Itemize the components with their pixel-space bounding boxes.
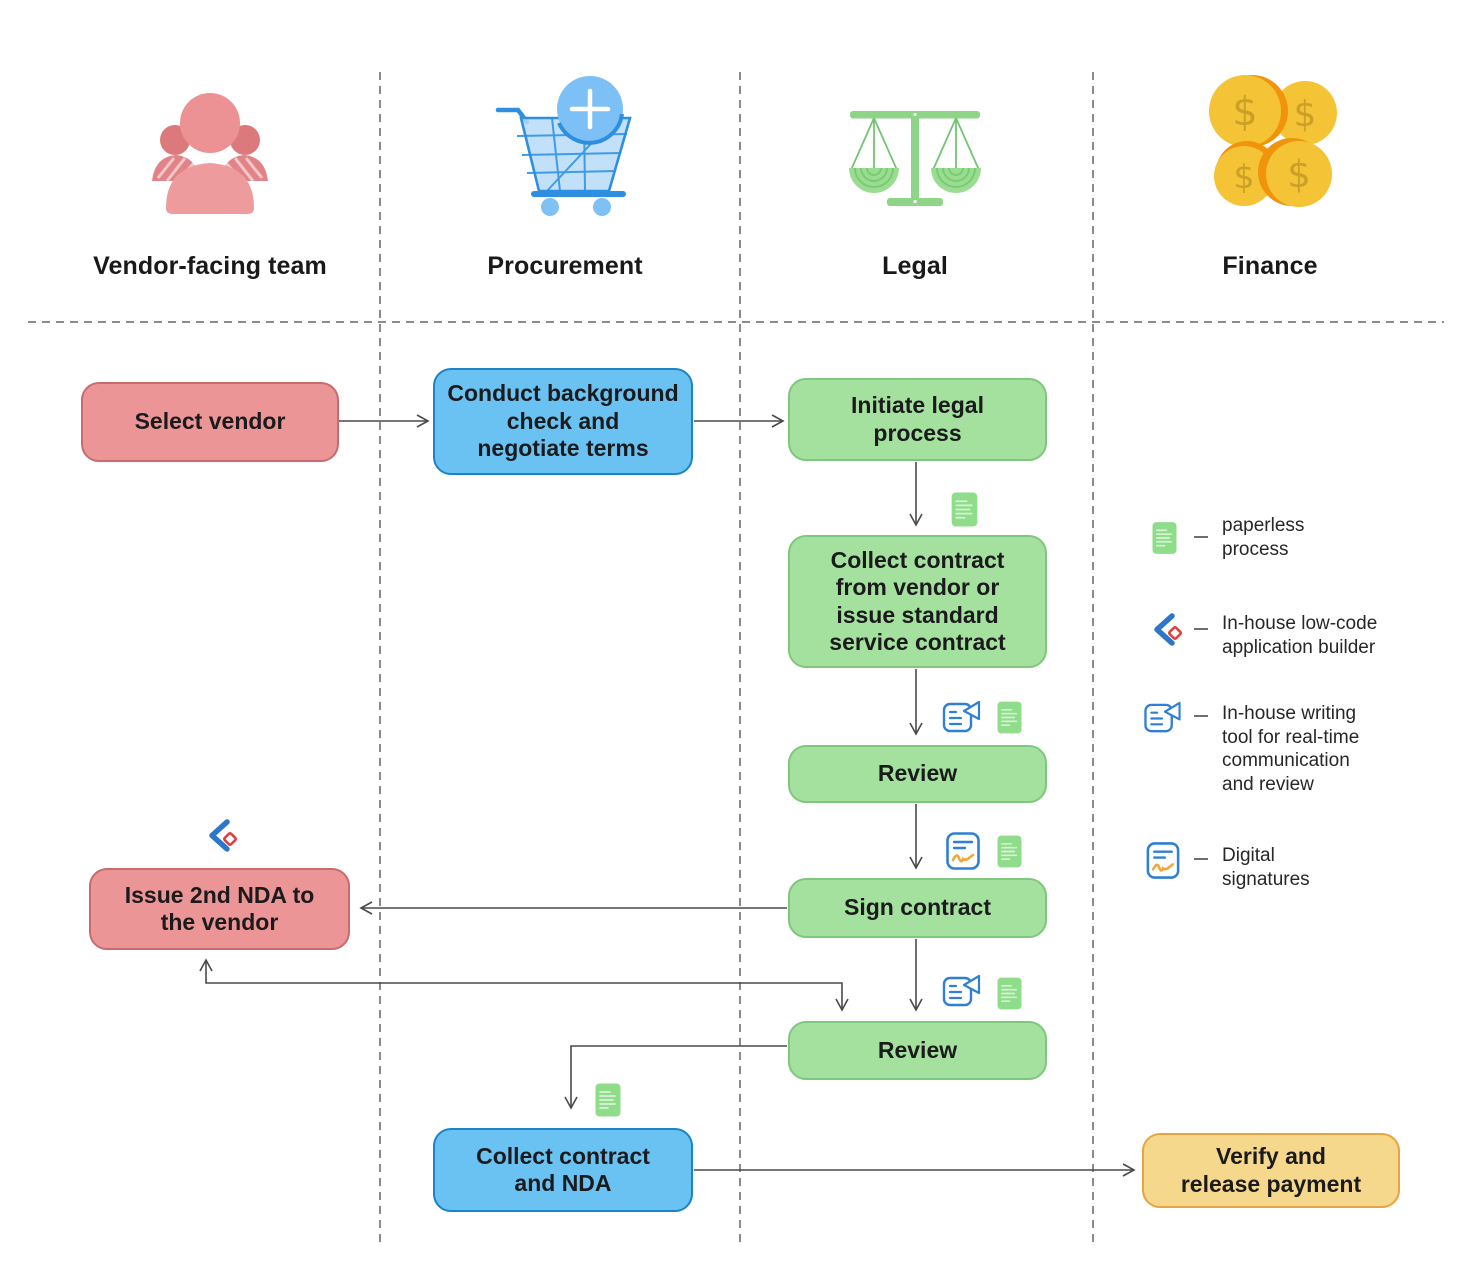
paperless-document-icon: [1152, 521, 1177, 560]
digital-signature-icon: [944, 831, 982, 876]
node-collect-contract-nda: Collect contract and NDA: [433, 1128, 693, 1212]
node-select-vendor: Select vendor: [81, 382, 339, 462]
team-people-icon: [150, 85, 270, 215]
legend-item-writing-tool: In-house writing tool for real-time comm…: [1222, 703, 1360, 795]
lane-header-finance: Finance: [1222, 252, 1318, 280]
legend-dash: [1194, 628, 1208, 630]
svg-text:$: $: [1232, 89, 1257, 135]
node-issue-2nd-nda: Issue 2nd NDA to the vendor: [89, 868, 350, 950]
low-code-builder-icon: [201, 816, 239, 859]
legend-item-digital-signatures: Digital signatures: [1222, 845, 1310, 890]
lane-header-procurement: Procurement: [487, 252, 643, 280]
node-collect-contract: Collect contract from vendor or issue st…: [788, 535, 1047, 668]
digital-signature-icon: [1145, 841, 1181, 885]
paperless-document-icon: [997, 701, 1022, 739]
paperless-document-icon: [997, 835, 1022, 873]
node-verify-release-payment: Verify and release payment: [1142, 1133, 1400, 1208]
lane-header-vendor-facing-team: Vendor-facing team: [93, 252, 327, 280]
node-initiate-legal: Initiate legal process: [788, 378, 1047, 461]
shopping-cart-add-icon: [490, 73, 640, 225]
balance-scale-icon: [840, 98, 990, 210]
node-review-2: Review: [788, 1021, 1047, 1080]
node-review-1: Review: [788, 745, 1047, 803]
legend-item-low-code-builder: In-house low-code application builder: [1222, 613, 1378, 658]
legend-dash: [1194, 858, 1208, 860]
edge-issue-nda-review2-both: [199, 958, 849, 1012]
writing-tool-icon: [942, 699, 982, 742]
writing-tool-icon: [1143, 700, 1183, 742]
lane-header-legal: Legal: [882, 252, 948, 280]
legend-item-paperless-process: paperless process: [1222, 515, 1305, 560]
paperless-document-icon: [997, 977, 1022, 1015]
writing-tool-icon: [942, 973, 982, 1016]
paperless-document-icon: [595, 1083, 621, 1122]
dollar-coins-icon: $ $ $ $: [1200, 73, 1340, 218]
legend-dash: [1194, 715, 1208, 717]
svg-text:$: $: [1234, 157, 1255, 196]
low-code-builder-icon: [1146, 610, 1184, 653]
svg-text:$: $: [1294, 94, 1317, 135]
node-sign-contract: Sign contract: [788, 878, 1047, 938]
paperless-document-icon: [951, 492, 978, 532]
svg-text:$: $: [1287, 153, 1311, 196]
node-background-check: Conduct background check and negotiate t…: [433, 368, 693, 475]
legend-dash: [1194, 536, 1208, 538]
